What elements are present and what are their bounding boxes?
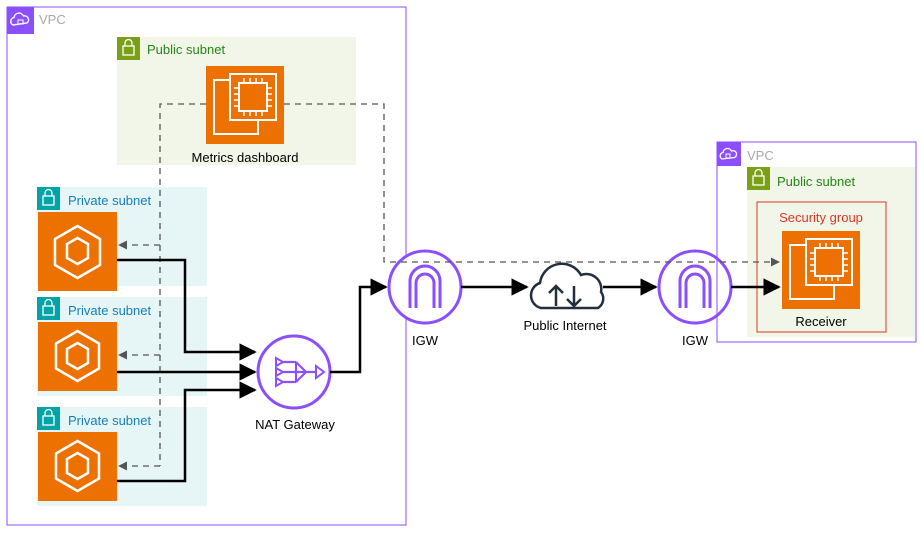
ec2-instance-icon: [206, 66, 284, 144]
public-subnet-left-label: Public subnet: [147, 42, 225, 57]
vpc-right-label: VPC: [747, 148, 774, 163]
private-subnet-2: Private subnet: [37, 297, 207, 396]
cloud-lock-icon: [717, 142, 741, 166]
ecs-icon[interactable]: [38, 212, 117, 291]
vpc-right: VPC: [716, 141, 917, 343]
metrics-dashboard-label: Metrics dashboard: [192, 150, 299, 165]
solid-edges: [117, 258, 781, 483]
nat-gateway-node[interactable]: NAT Gateway: [255, 334, 335, 432]
nat-gateway-label: NAT Gateway: [255, 417, 335, 432]
private-subnet-3: Private subnet: [37, 407, 207, 506]
igw-right-label: IGW: [682, 333, 709, 348]
lock-icon: [37, 297, 60, 320]
dashboard-to-private-subnets-edge: [159, 103, 206, 466]
receiver-node[interactable]: Receiver: [782, 231, 860, 329]
lock-icon: [37, 187, 60, 210]
security-group-label: Security group: [779, 210, 863, 225]
nat-to-igw-edge: [330, 278, 388, 374]
cloud-updown-icon: [529, 262, 605, 310]
ec2-instance-icon: [782, 231, 860, 309]
lock-icon: [747, 167, 770, 190]
public-subnet-right-label: Public subnet: [777, 174, 855, 189]
nat-gateway-icon: [256, 334, 332, 410]
private-subnet-1-label: Private subnet: [68, 193, 151, 208]
ecs-icon[interactable]: [38, 432, 117, 501]
lock-icon: [37, 407, 60, 430]
igw-left-label: IGW: [412, 333, 439, 348]
private-subnet-1: Private subnet: [37, 187, 207, 291]
security-group: Security group: [756, 201, 887, 333]
public-internet-label: Public Internet: [523, 318, 606, 333]
internet-gateway-icon: [387, 249, 463, 325]
internet-gateway-icon: [657, 249, 733, 325]
subnet-3-to-nat-edge: [117, 381, 257, 483]
private-subnet-2-label: Private subnet: [68, 303, 151, 318]
receiver-label: Receiver: [795, 314, 847, 329]
cloud-lock-icon: [7, 7, 34, 34]
public-internet-node[interactable]: Public Internet: [523, 262, 607, 333]
dashed-edges: [118, 103, 780, 471]
vpc-left-label: VPC: [39, 12, 66, 27]
public-subnet-right: Public subnet: [747, 167, 915, 337]
subnet-1-to-nat-edge: [117, 258, 257, 361]
ecs-icon[interactable]: [38, 322, 117, 391]
igw-left-node[interactable]: IGW: [387, 249, 463, 348]
private-subnet-3-label: Private subnet: [68, 413, 151, 428]
lock-icon: [117, 37, 140, 60]
metrics-dashboard-node[interactable]: Metrics dashboard: [192, 66, 299, 165]
dashboard-to-receiver-edge: [284, 103, 780, 267]
igw-right-node[interactable]: IGW: [657, 249, 733, 348]
